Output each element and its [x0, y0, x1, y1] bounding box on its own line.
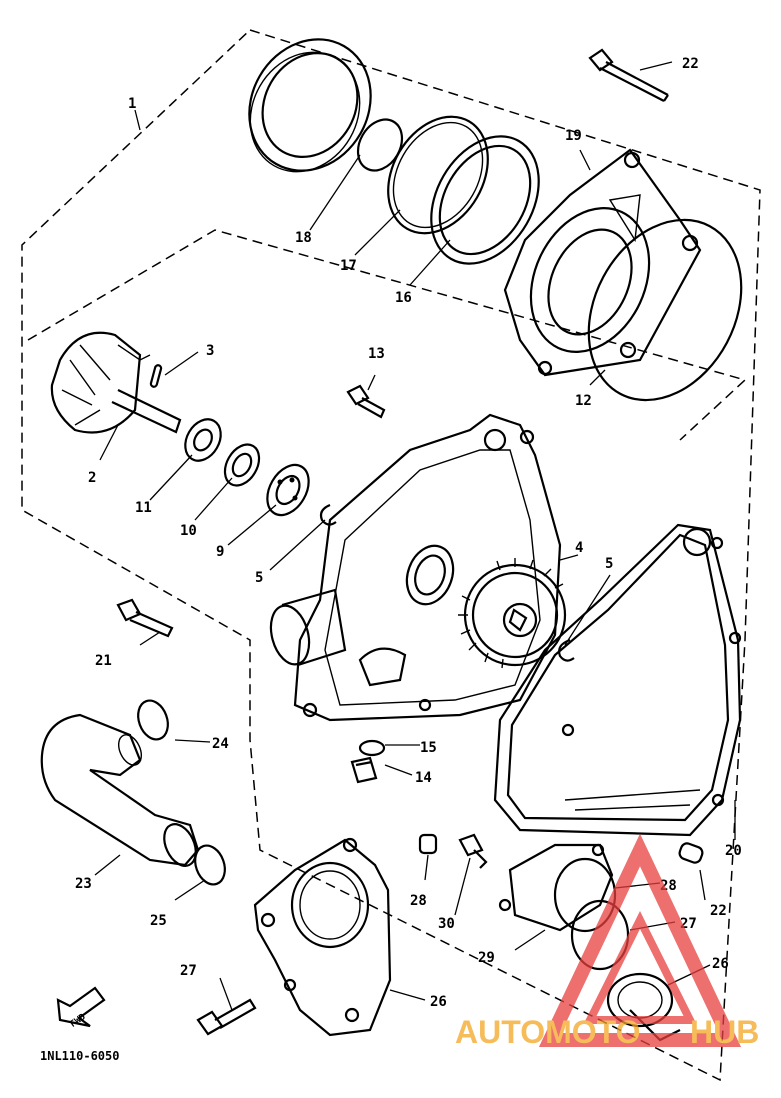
part-8-seal [184, 418, 222, 462]
part-15-small-ring [356, 118, 404, 172]
part-22-o-ring [137, 699, 169, 741]
callout-5-b: 5 [605, 556, 613, 572]
part-25-plug [418, 833, 438, 855]
part-13-ring [430, 135, 540, 265]
callout-4: 4 [575, 540, 583, 556]
callout-15: 18 [295, 230, 312, 246]
callout-16: 19 [565, 128, 582, 144]
callout-6: 9 [216, 544, 224, 560]
part-4-outlet-pipe [269, 588, 347, 667]
callout-3: 3 [206, 343, 214, 359]
callout-17: 20 [725, 843, 742, 859]
callout-19: 22 [710, 903, 727, 919]
callout-22: 24 [212, 736, 229, 752]
fwd-arrow-icon: FWD [56, 986, 106, 1030]
part-16-pump-cover [503, 148, 702, 377]
part-27-o-ring [570, 899, 630, 971]
part-22-o-ring-2 [194, 844, 226, 886]
callout-21: 23 [75, 876, 92, 892]
callout-1: 1 [128, 96, 136, 112]
part-9-o-ring [587, 218, 743, 402]
callout-25: 28 [410, 893, 427, 909]
part-3-pin [149, 364, 163, 388]
part-23-thermostat-housing [253, 837, 392, 1037]
part-5-circlip-2 [558, 638, 575, 662]
part-17-gasket [493, 523, 742, 837]
callout-numbers: 1 3 2 11 10 9 5 13 4 5 18 17 16 19 12 22… [75, 56, 742, 1010]
part-24-bolt [196, 998, 257, 1036]
part-21-pipe [40, 713, 200, 867]
callout-18: 21 [95, 653, 112, 669]
callout-23: 26 [430, 994, 447, 1010]
part-19-dowel [678, 842, 704, 864]
watermark-text-right: HUB [690, 1014, 759, 1050]
callout-20: 22 [682, 56, 699, 72]
callout-24: 27 [180, 963, 197, 979]
part-10-bolt [346, 384, 386, 419]
callout-leaders [94, 61, 736, 1011]
watermark-text-left: AUTOMOTO [455, 1014, 640, 1050]
part-code: 1NL110-6050 [40, 1049, 119, 1063]
callout-30: 30 [438, 916, 455, 932]
callout-13: 16 [395, 290, 412, 306]
part-4-gear [458, 558, 567, 669]
part-20-bolt [588, 48, 669, 102]
part-15-oil-seal [248, 38, 372, 173]
callout-8: 11 [135, 500, 152, 516]
part-12-washer [358, 739, 386, 757]
callout-12: 15 [420, 740, 437, 756]
part-6-bearing [266, 463, 310, 517]
part-2-impeller [50, 331, 182, 434]
callout-9: 12 [575, 393, 592, 409]
callout-11: 14 [415, 770, 432, 786]
part-11-drain-bolt [350, 756, 378, 784]
part-5-circlip [319, 503, 337, 526]
callout-14: 17 [340, 258, 357, 274]
assembly-outline [21, 29, 761, 1082]
watermark-logo: AUTOMOTO HUB [455, 833, 759, 1050]
part-4-pump-housing [293, 413, 562, 722]
part-14-ring [387, 115, 489, 235]
part-28-thermostat-cap [498, 843, 617, 933]
callout-7: 10 [180, 523, 197, 539]
part-18-bolt [116, 598, 174, 638]
callout-26: 26 [712, 956, 729, 972]
callout-10: 13 [368, 346, 385, 362]
part-7-bearing [223, 443, 261, 487]
callout-22-b: 25 [150, 913, 167, 929]
callout-5: 5 [255, 570, 263, 586]
callout-29: 29 [478, 950, 495, 966]
callout-2: 2 [88, 470, 96, 486]
part-30-bolt [458, 833, 488, 869]
watermark-triangle-icon [538, 833, 742, 1047]
